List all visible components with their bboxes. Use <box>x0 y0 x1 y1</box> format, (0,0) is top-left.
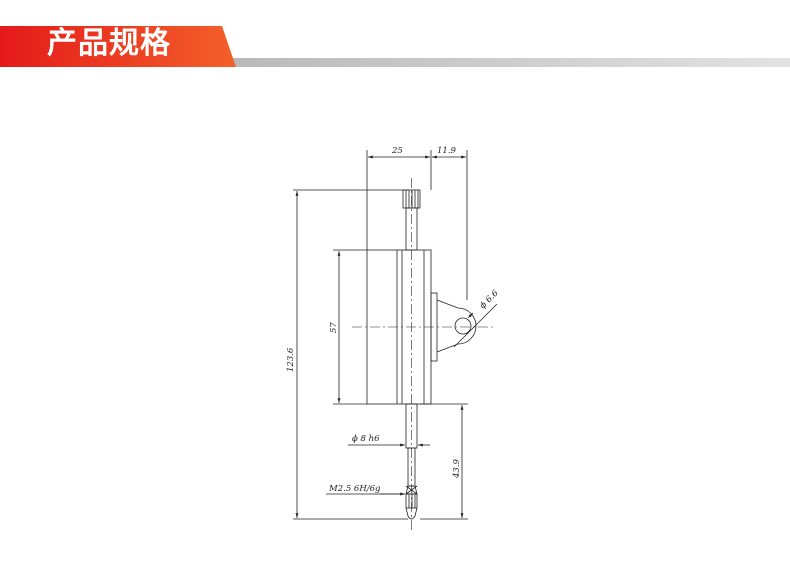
dim-label-57: 57 <box>329 322 339 333</box>
dim-label-123-6: 123.6 <box>286 347 296 372</box>
header-banner-graphic <box>0 26 790 67</box>
dim-label-lug-hole: ϕ 6.6 <box>478 288 501 311</box>
dim-label-25: 25 <box>391 146 403 156</box>
page-title: 产品规格 <box>47 26 171 61</box>
lug-hole-leader <box>453 303 498 348</box>
lug-hole <box>454 317 472 335</box>
header-rule <box>230 58 790 67</box>
dim-label-stem-dia: ϕ 8 h6 <box>352 434 380 444</box>
contact-tip <box>405 507 418 520</box>
header-red-tab <box>0 26 236 67</box>
dim-label-thread: M2.5 6H/6g <box>328 484 381 494</box>
dim-label-43-9: 43.9 <box>452 458 462 479</box>
dim-label-11-9: 11.9 <box>437 146 457 156</box>
lug-outline <box>436 299 477 353</box>
section-header: 产品规格 <box>0 0 790 75</box>
